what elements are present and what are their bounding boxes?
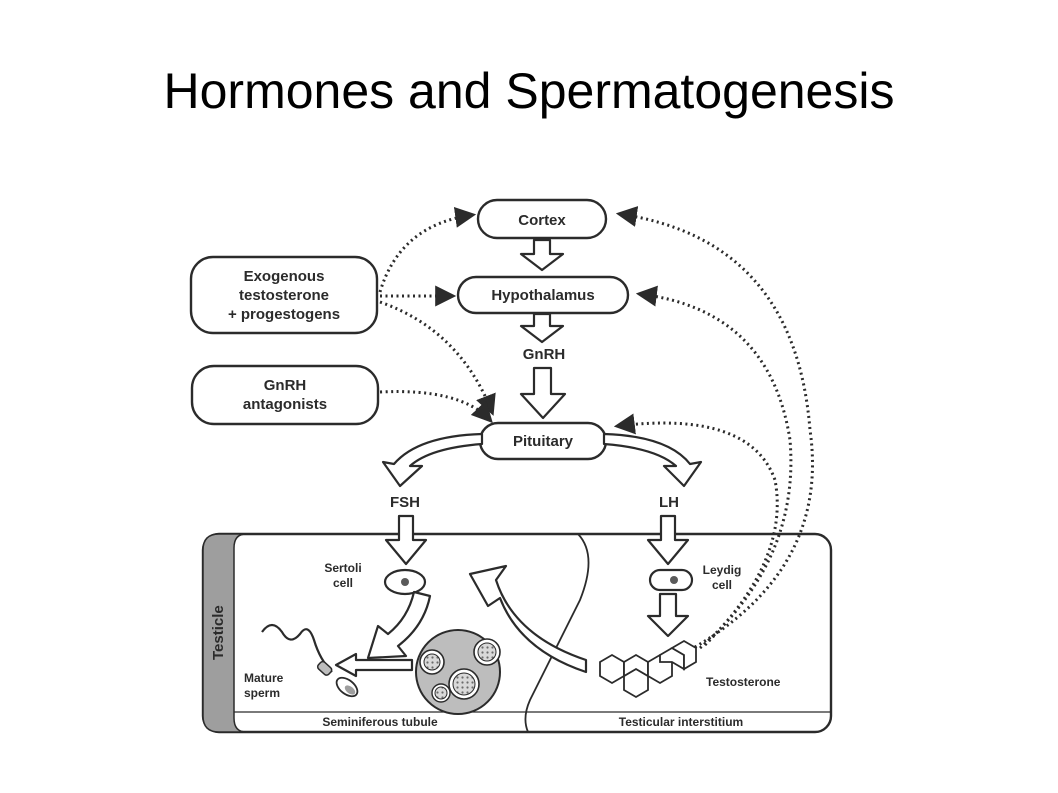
testosterone-to-hypothalamus-dotted-arrow: [635, 285, 793, 650]
fsh-to-sertoli-arrow: [384, 514, 428, 566]
exogenous-line3: + progestogens: [228, 306, 340, 323]
seminiferous-tubule-crosssection: [415, 629, 501, 715]
exogenous-testosterone-node: Exogenous testosterone + progestogens: [189, 255, 379, 335]
gnrh-antagonists-line1: GnRH: [264, 377, 307, 394]
sertoli-cell: Sertoli cell: [324, 561, 427, 596]
testosterone-to-sertoli-arrow: [468, 564, 588, 674]
antagonists-to-pituitary-dotted-arrow: [379, 390, 493, 424]
exogenous-line2: testosterone: [239, 287, 329, 304]
testosterone-label: Testosterone: [706, 675, 781, 689]
leydig-to-testosterone-arrow: [646, 592, 690, 638]
slide-title: Hormones and Spermatogenesis: [163, 63, 895, 119]
seminiferous-tubule-label: Seminiferous tubule: [322, 715, 438, 729]
fsh-label: FSH: [390, 494, 420, 511]
mature-line1: Mature: [244, 671, 284, 685]
mature-sperm: Mature sperm: [244, 623, 359, 700]
lh-label: LH: [659, 494, 679, 511]
testosterone-to-pituitary-dotted-arrow: [613, 413, 779, 647]
sertoli-line2: cell: [333, 576, 353, 590]
cortex-node: Cortex: [476, 198, 608, 240]
testosterone-feedback-right: [613, 206, 814, 652]
pituitary-to-lh-arrow: [602, 432, 703, 488]
pituitary-to-fsh-arrow: [381, 432, 484, 488]
tubule-to-sperm-arrow: [334, 652, 414, 678]
gnrh-label: GnRH: [523, 346, 566, 363]
pituitary-node: Pituitary: [478, 421, 608, 461]
pituitary-label: Pituitary: [513, 433, 574, 450]
inhibitory-feedback-left: [378, 206, 496, 424]
testosterone-molecule: [599, 639, 697, 699]
testicle-band: [202, 533, 247, 733]
leydig-line2: cell: [712, 578, 732, 592]
hypothalamus-node: Hypothalamus: [456, 275, 630, 315]
sertoli-line1: Sertoli: [324, 561, 361, 575]
tubule-interstitium-divider: [524, 533, 590, 733]
testicle-label: Testicle: [210, 605, 227, 660]
exogenous-to-cortex-dotted-arrow: [378, 206, 477, 293]
testicular-interstitium-label: Testicular interstitium: [619, 715, 743, 729]
cortex-label: Cortex: [518, 212, 566, 229]
exogenous-line1: Exogenous: [244, 268, 325, 285]
hypothalamus-to-gnrh-arrow: [519, 312, 565, 344]
hypothalamus-label: Hypothalamus: [491, 287, 594, 304]
lh-to-leydig-arrow: [646, 514, 690, 566]
leydig-cell: Leydig cell: [648, 563, 742, 592]
mature-line2: sperm: [244, 686, 280, 700]
gnrh-antagonists-line2: antagonists: [243, 396, 327, 413]
gnrh-to-pituitary-arrow: [519, 366, 567, 420]
gnrh-antagonists-node: GnRH antagonists: [190, 364, 380, 426]
cortex-to-hypothalamus-arrow: [519, 238, 565, 272]
leydig-line1: Leydig: [703, 563, 742, 577]
sertoli-to-tubule-arrow: [366, 590, 432, 660]
